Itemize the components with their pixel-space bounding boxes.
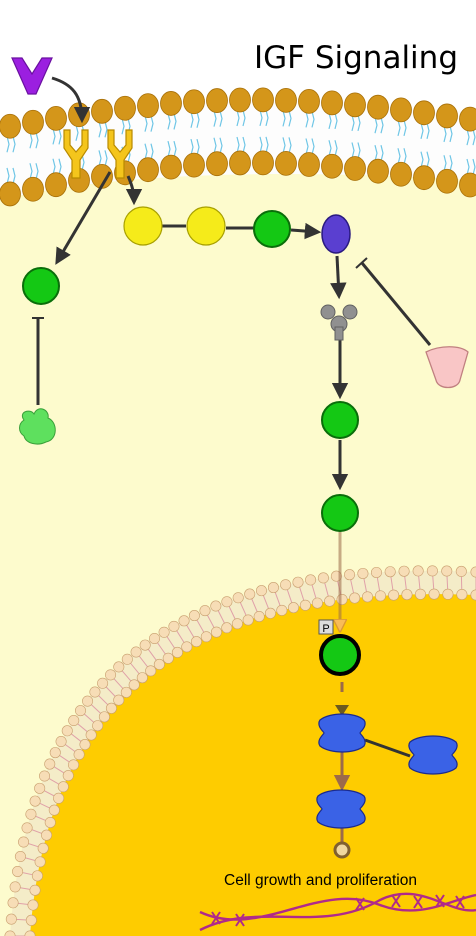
nucleus (4, 565, 476, 936)
output-label: Cell growth and proliferation (224, 872, 417, 889)
phospho-tag: P (322, 623, 329, 635)
adaptor-proteins (123, 206, 226, 246)
signaling-arrows (36, 171, 432, 758)
igf-ligand (11, 57, 53, 95)
transcription-factors (316, 713, 458, 829)
igf-receptor (63, 129, 133, 179)
grey-protein (320, 304, 358, 341)
gene-product (333, 841, 351, 859)
light-green-target (19, 408, 56, 445)
ligand-binding-arrow (51, 76, 91, 124)
pink-inhibitor (425, 346, 469, 389)
phosphorylated-kinase: P (318, 619, 361, 676)
diagram-title: IGF Signaling (253, 40, 458, 76)
purple-protein (321, 214, 351, 254)
inhibition-bars (32, 257, 368, 319)
kinase-proteins (22, 210, 359, 532)
dna-strand (199, 892, 476, 932)
nuclear-arrowhead (335, 705, 349, 716)
